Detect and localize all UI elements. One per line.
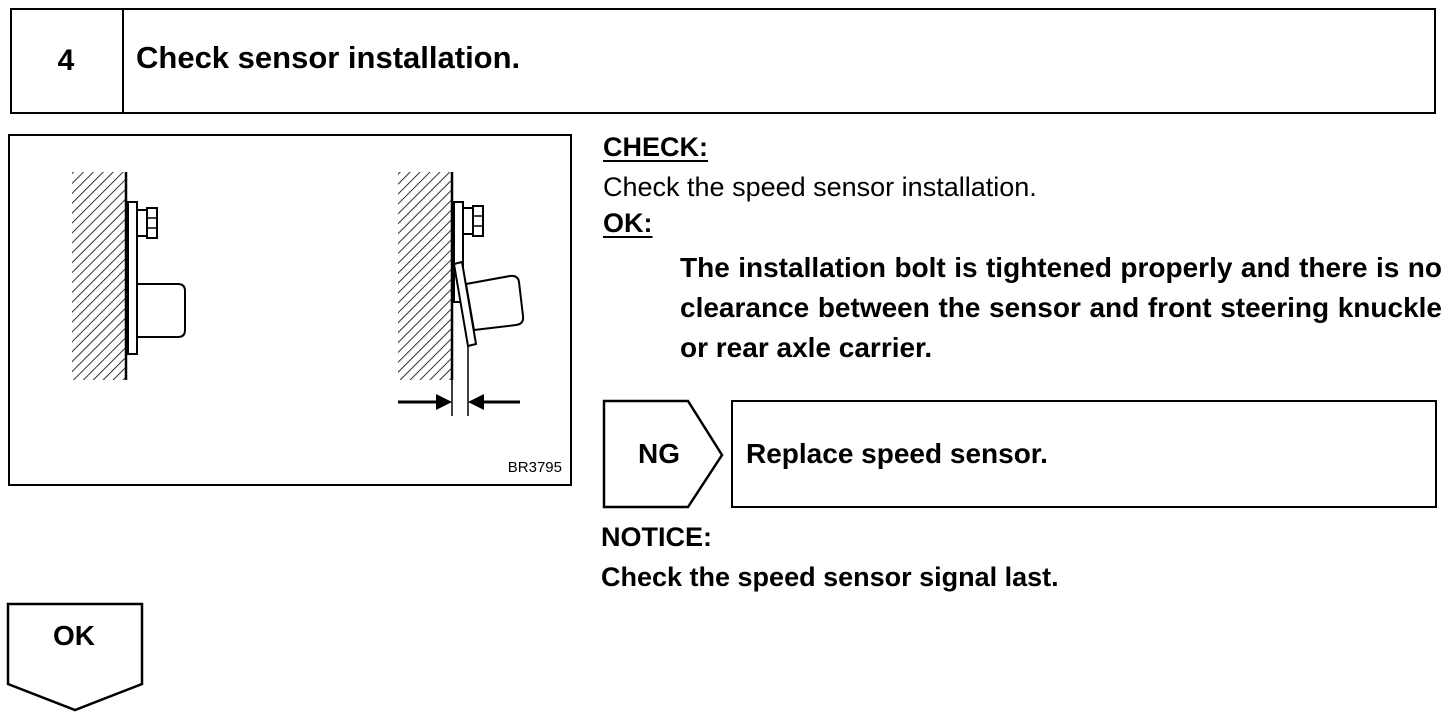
ng-action-box — [731, 400, 1437, 508]
ok-arrow-shape — [6, 602, 144, 712]
step-number: 4 — [10, 8, 124, 114]
figure-code: BR3795 — [507, 459, 562, 476]
incorrect-installation-drawing — [398, 172, 525, 416]
ng-arrow-shape — [602, 399, 724, 509]
check-text: Check the speed sensor installation. — [603, 172, 1037, 202]
notice-text: Check the speed sensor signal last. — [601, 562, 1059, 592]
correct-installation-drawing — [72, 172, 186, 380]
sensor-diagram-svg — [72, 172, 525, 416]
ok-text: The installation bolt is tightened prope… — [680, 252, 1442, 363]
step-header — [10, 8, 1436, 114]
sensor-illustration: BR3795 — [8, 134, 572, 486]
notice-heading: NOTICE: — [601, 522, 712, 552]
ok-heading: OK: — [603, 208, 653, 238]
ng-action-text: Replace speed sensor. — [746, 438, 1048, 469]
ng-label: NG — [638, 438, 680, 469]
step-title: Check sensor installation. — [136, 40, 521, 75]
check-heading: CHECK: — [603, 132, 708, 162]
ok-flow-label: OK — [53, 620, 95, 651]
